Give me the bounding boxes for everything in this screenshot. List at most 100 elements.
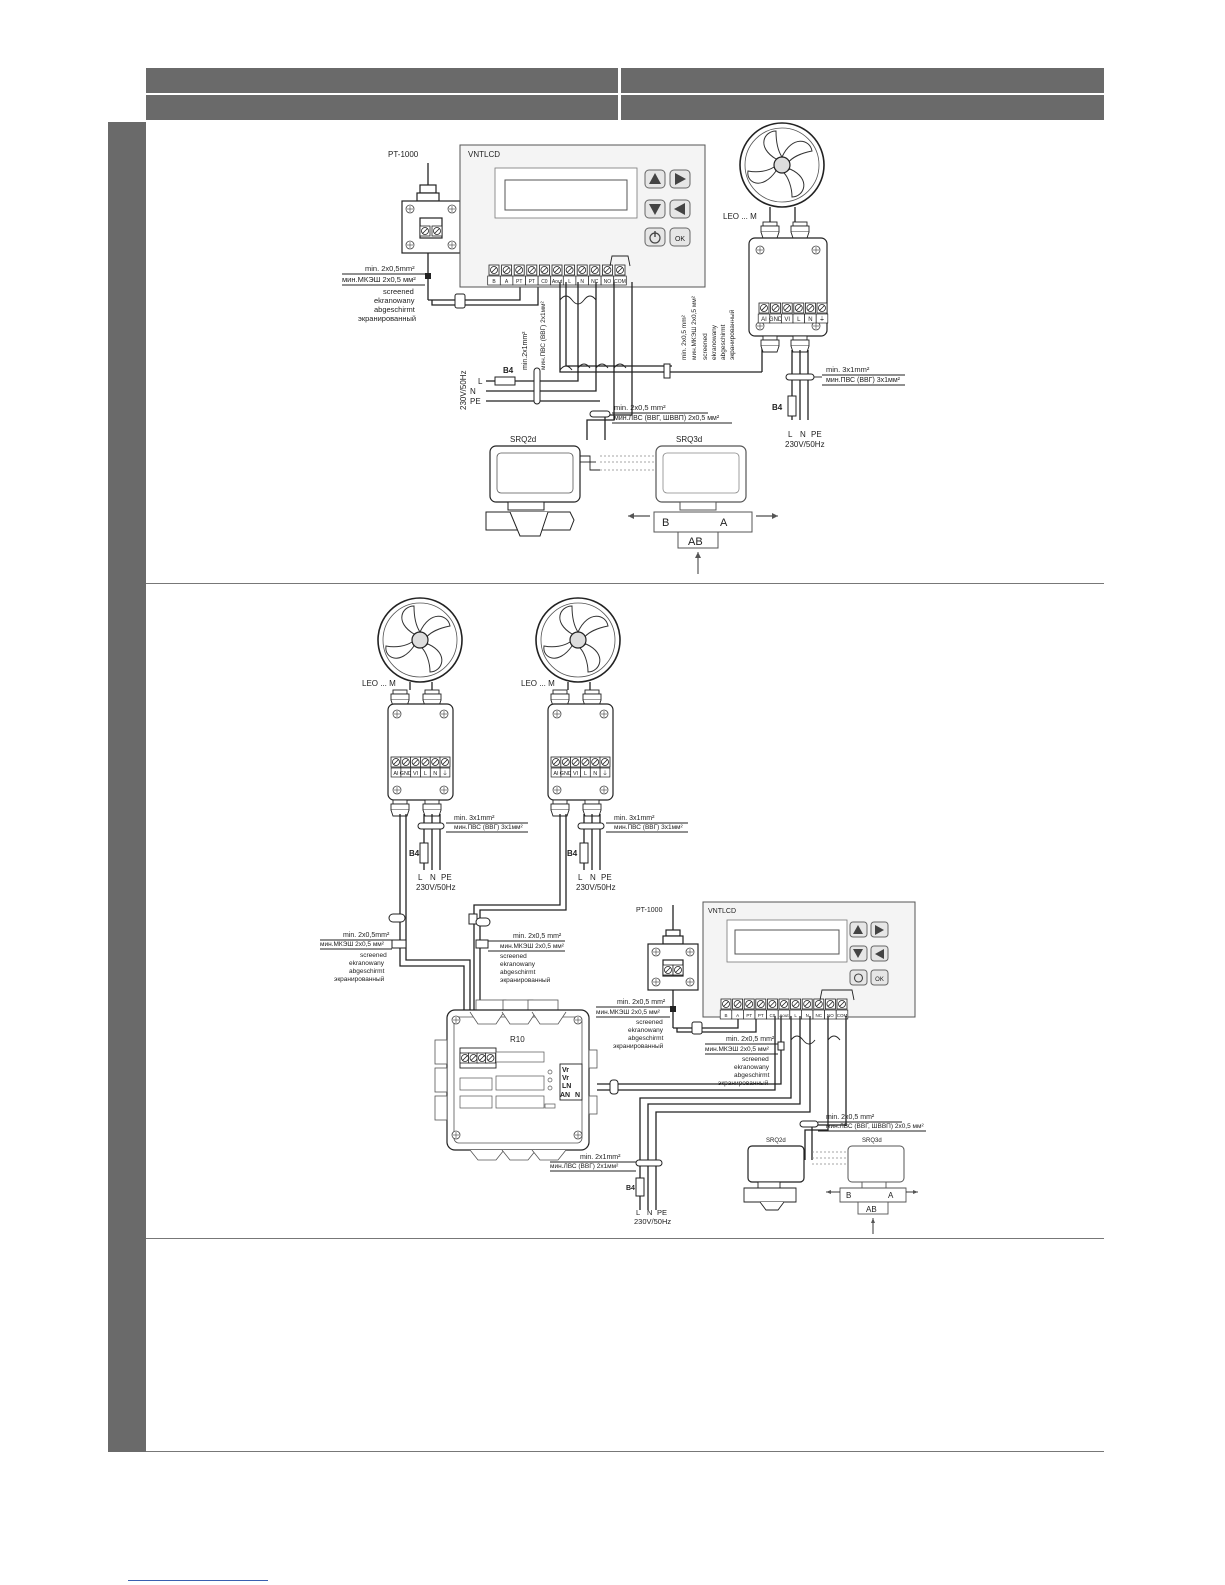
terminal-screw: [551, 264, 563, 276]
terminal-screw: [599, 756, 611, 768]
terminal-screw: [770, 302, 781, 314]
svg-text:мин.МКЭШ 2x0,5 мм²: мин.МКЭШ 2x0,5 мм²: [500, 943, 565, 950]
svg-text:B4: B4: [772, 403, 783, 412]
svg-text:min. 2x0,5 mm²: min. 2x0,5 mm²: [826, 1114, 875, 1121]
terminal-screw: [816, 302, 828, 314]
svg-text:AB: AB: [688, 536, 703, 548]
svg-text:SRQ2d: SRQ2d: [510, 435, 536, 444]
terminal-label: ⏚: [442, 770, 448, 777]
svg-text:230V/50Hz: 230V/50Hz: [459, 370, 468, 410]
terminal-screw: [513, 264, 525, 276]
terminal-screw: [778, 998, 790, 1010]
svg-text:abgeschirmt: abgeschirmt: [349, 968, 385, 975]
svg-text:abgeschirmt: abgeschirmt: [720, 324, 727, 360]
temperature-sensor-1: PT-1000: [388, 150, 461, 300]
terminal-screw: [576, 264, 588, 276]
valve-srq2d-2: SRQ2d: [743, 1138, 805, 1211]
svg-text:мин.МКЭШ 2x0,5 мм²: мин.МКЭШ 2x0,5 мм²: [342, 275, 416, 284]
terminal-screw: [781, 302, 793, 314]
terminal-screw: [743, 998, 755, 1010]
svg-text:screened: screened: [742, 1056, 769, 1063]
svg-text:мин.МКЭШ 2x0,5 мм²: мин.МКЭШ 2x0,5 мм²: [691, 295, 698, 360]
controller-supply: 230V/50Hz L N PE B4 min.2x1mm² мин.ПВС (…: [459, 282, 600, 410]
svg-text:LN: LN: [562, 1083, 571, 1090]
terminal-label: Aout: [779, 1013, 789, 1018]
terminal-label: B: [492, 279, 496, 285]
svg-text:N: N: [430, 873, 436, 882]
svg-text:экранированный: экранированный: [728, 309, 736, 360]
terminal-screw: [400, 756, 412, 768]
svg-text:OK: OK: [875, 977, 884, 983]
svg-text:VNTLCD: VNTLCD: [468, 150, 500, 159]
svg-text:мин.ЛВС (ВВГ, ШВВП) 2x0,5 мм²: мин.ЛВС (ВВГ, ШВВП) 2x0,5 мм²: [826, 1123, 924, 1130]
terminal-label: VI: [573, 771, 579, 777]
terminal-label: L: [568, 279, 571, 285]
svg-text:min. 2x0,5 mm²: min. 2x0,5 mm²: [513, 933, 562, 940]
svg-text:мин.ПВС (ВВГ) 3x1мм²: мин.ПВС (ВВГ) 3x1мм²: [614, 824, 684, 831]
terminal-label: VI: [413, 771, 419, 777]
svg-text:screened: screened: [383, 287, 414, 296]
svg-text:L: L: [788, 430, 793, 439]
temperature-sensor-2: PT-1000: [636, 905, 757, 1035]
svg-text:min.2x1mm²: min.2x1mm²: [522, 331, 529, 370]
svg-text:min. 3x1mm²: min. 3x1mm²: [454, 815, 495, 822]
svg-text:min. 3x1mm²: min. 3x1mm²: [614, 815, 655, 822]
svg-text:screened: screened: [636, 1019, 663, 1026]
svg-text:L: L: [578, 873, 583, 882]
svg-text:min. 2x0,5 mm²: min. 2x0,5 mm²: [726, 1036, 775, 1043]
side-band: [108, 122, 146, 1452]
header-divider: [618, 68, 621, 93]
svg-text:мин.МКЭШ 2x0,5 мм²: мин.МКЭШ 2x0,5 мм²: [320, 941, 385, 948]
svg-text:B4: B4: [567, 849, 578, 858]
valve-srq3d: SRQ3d B A AB: [600, 435, 778, 574]
terminal-label: C0: [770, 1013, 776, 1018]
svg-text:min. 2x0,5 mm²: min. 2x0,5 mm²: [614, 403, 666, 412]
terminal-screw: [539, 264, 550, 276]
svg-text:screened: screened: [500, 953, 527, 960]
svg-text:экранированный: экранированный: [718, 1079, 769, 1087]
row-divider: [146, 1451, 1104, 1452]
svg-text:мин.ЛВС (ВВГ, ШВВП) 2x0,5 мм²: мин.ЛВС (ВВГ, ШВВП) 2x0,5 мм²: [614, 415, 720, 422]
svg-text:B4: B4: [503, 366, 514, 375]
terminal-label: PT: [758, 1013, 764, 1018]
terminal-label: A: [505, 279, 509, 285]
svg-text:SRQ2d: SRQ2d: [766, 1138, 786, 1144]
terminal-label: ⏚: [602, 770, 608, 777]
terminal-label: A: [736, 1013, 739, 1018]
screened-note-b: min. 2x0,5 mm² мин.МКЭШ 2x0,5 мм² screen…: [488, 933, 565, 984]
svg-text:ekranowany: ekranowany: [500, 961, 536, 968]
footer-line: [128, 1580, 268, 1581]
terminal-label: N: [580, 279, 584, 285]
svg-text:min. 2x0,5 mm²: min. 2x0,5 mm²: [617, 999, 666, 1006]
terminal-label: NC: [591, 279, 599, 285]
svg-text:230V/50Hz: 230V/50Hz: [416, 883, 456, 892]
svg-text:OK: OK: [675, 236, 685, 243]
svg-text:экранированный: экранированный: [334, 975, 385, 983]
svg-text:экранированный: экранированный: [613, 1042, 664, 1050]
terminal-label: NC: [816, 1013, 823, 1018]
row-divider: [146, 1238, 1104, 1239]
svg-text:abgeschirmt: abgeschirmt: [734, 1072, 770, 1079]
terminal-screw: [580, 756, 591, 768]
svg-text:мин.ПВС (ВВГ) 3x1мм²: мин.ПВС (ВВГ) 3x1мм²: [826, 377, 901, 384]
svg-text:230V/50Hz: 230V/50Hz: [785, 440, 825, 449]
svg-text:min. 3x1mm²: min. 3x1mm²: [826, 365, 870, 374]
svg-text:N: N: [800, 430, 806, 439]
terminal-label: PT: [516, 279, 522, 285]
terminal-screw: [488, 264, 500, 276]
svg-text:ekranowany: ekranowany: [711, 324, 718, 360]
terminal-screw: [550, 756, 562, 768]
svg-text:abgeschirmt: abgeschirmt: [500, 969, 536, 976]
svg-text:L: L: [478, 377, 483, 386]
fan-signal-cable-note: min. 2x0,5 mm² мин.МКЭШ 2x0,5 мм² screen…: [663, 295, 763, 379]
svg-text:ekranowany: ekranowany: [374, 296, 415, 305]
svg-text:N: N: [575, 1092, 580, 1099]
valve-srq3d-2: SRQ3d B A AB: [812, 1138, 918, 1234]
terminal-screw: [825, 998, 836, 1010]
terminal-label: L: [584, 771, 587, 777]
